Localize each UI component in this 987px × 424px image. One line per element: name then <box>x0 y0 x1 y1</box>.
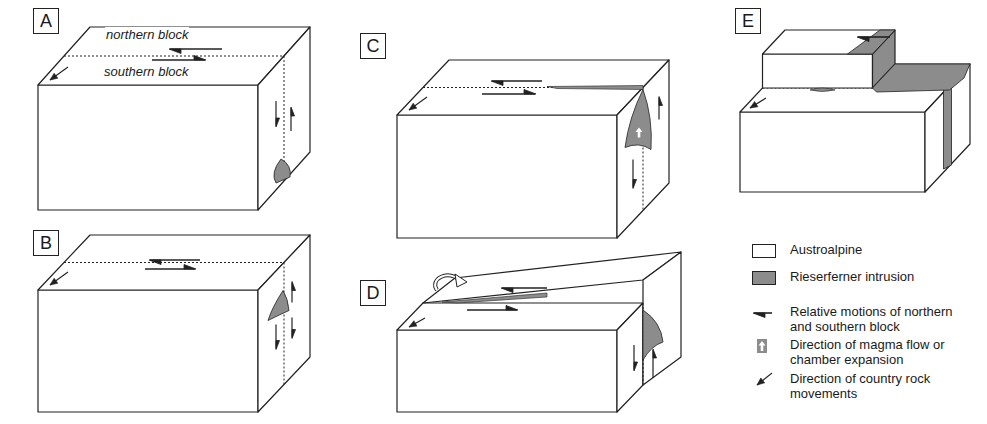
motion-arrow-head <box>194 56 206 61</box>
motion-arrow-head <box>276 118 280 127</box>
intrusion <box>848 30 896 54</box>
country-rock-arrow-head <box>409 103 417 110</box>
country-rock-arrow-head <box>409 321 417 327</box>
country-rock-arrow-head <box>757 378 765 385</box>
block-top-face <box>397 303 643 330</box>
panel-letter: E <box>742 12 754 30</box>
motion-arrow-head <box>292 330 296 339</box>
motion-arrow-head <box>501 288 513 293</box>
motion-arrow-head <box>633 180 637 189</box>
motion-arrow-head <box>506 306 518 311</box>
motion-arrow-head <box>753 313 765 318</box>
panel-letter: D <box>367 284 380 302</box>
block-label: northern block <box>105 27 189 42</box>
tilted-block-right-face <box>643 252 681 385</box>
motion-arrow-head <box>184 265 196 270</box>
intrusion <box>873 64 971 92</box>
country-rock-arrow <box>750 98 766 108</box>
block-front-face <box>740 112 925 192</box>
austroalpine-slab-top <box>763 30 896 54</box>
country-rock-arrow-head <box>50 278 58 285</box>
block-front-face <box>38 85 258 210</box>
legend-swatch <box>752 244 776 258</box>
block-front-face <box>397 330 617 412</box>
magma-flow-arrow <box>759 341 766 351</box>
country-rock-arrow <box>409 318 425 327</box>
magma-flow-tile <box>634 126 644 140</box>
motion-arrow-head <box>491 81 503 86</box>
legend-swatch <box>752 271 776 285</box>
intrusion <box>643 310 663 360</box>
motion-arrow-head <box>857 37 869 42</box>
panel-label-box: C <box>360 33 386 59</box>
panel-label-box: A <box>33 8 59 34</box>
motion-arrow-head <box>169 49 181 54</box>
block-label: southern block <box>103 64 190 79</box>
motion-arrow-head <box>292 282 296 291</box>
panel-label-box: E <box>735 8 761 34</box>
intrusion <box>268 291 289 321</box>
legend-text: Direction of country rock movements <box>790 372 975 402</box>
intrusion <box>547 86 643 90</box>
block-right-face <box>617 303 643 412</box>
block-right-face <box>258 27 310 210</box>
block-right-face <box>258 235 310 412</box>
country-rock-arrow <box>50 67 68 80</box>
motion-arrow-head <box>149 260 161 265</box>
motion-arrow-head <box>634 362 638 371</box>
austroalpine-slab-front <box>763 54 873 88</box>
intrusion <box>442 293 547 303</box>
legend-text: Austroalpine <box>790 243 975 258</box>
intrusion <box>810 88 835 92</box>
block-front-face <box>38 290 258 412</box>
block-front-face <box>397 115 617 238</box>
motion-arrow-head <box>276 341 280 350</box>
panel-letter: B <box>40 234 52 252</box>
rotation-arrow-head <box>455 274 467 287</box>
panel-label-box: B <box>33 230 59 256</box>
country-rock-arrow <box>409 97 427 110</box>
country-rock-arrow <box>757 373 772 385</box>
intrusion <box>944 86 952 169</box>
panel-label-box: D <box>360 280 386 306</box>
motion-arrow-head <box>524 90 536 95</box>
panel-letter: C <box>367 37 380 55</box>
country-rock-arrow-head <box>750 101 758 108</box>
legend-text: Rieserferner intrusion <box>790 270 975 285</box>
magma-flow-arrow <box>636 128 643 138</box>
fault-trace <box>284 263 285 385</box>
motion-arrow-head <box>659 97 663 106</box>
motion-arrow-head <box>291 107 295 116</box>
intrusion <box>625 90 651 150</box>
fault-trace <box>64 262 284 263</box>
magma-flow-tile <box>757 339 767 353</box>
legend-text: Direction of magma flow or chamber expan… <box>790 338 975 368</box>
country-rock-arrow-head <box>50 73 58 80</box>
panel-letter: A <box>40 12 52 30</box>
intrusion <box>274 159 290 183</box>
country-rock-arrow <box>50 272 68 285</box>
fault-trace <box>64 56 284 57</box>
motion-arrow-head <box>653 349 657 358</box>
tilted-block-top-face <box>423 252 681 303</box>
legend-text: Relative motions of northern and souther… <box>790 305 975 335</box>
